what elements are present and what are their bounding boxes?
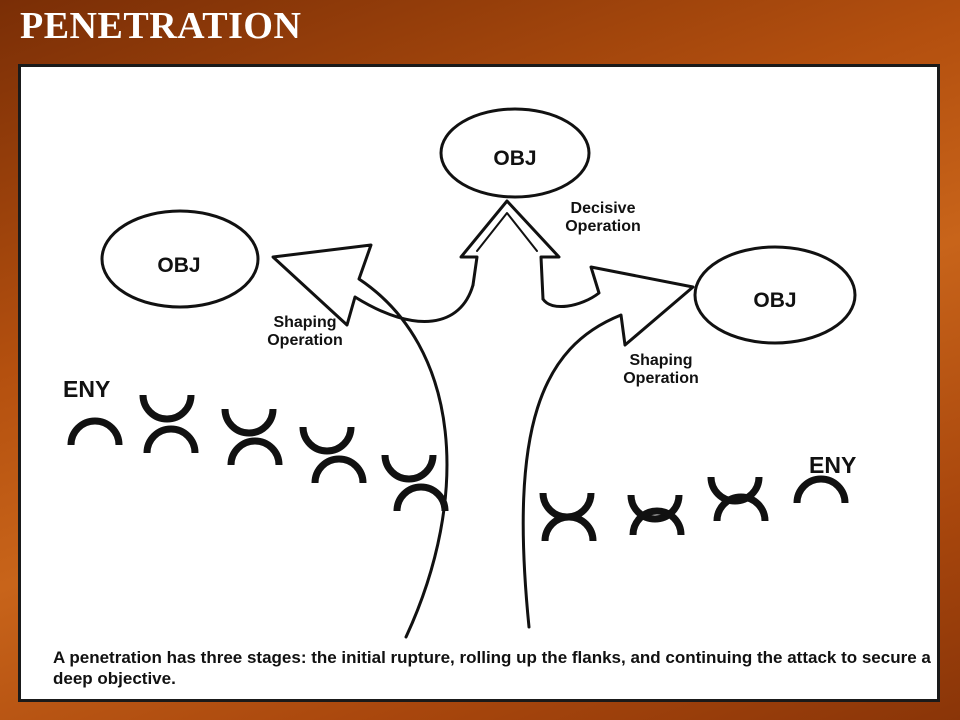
enemy-position-arc — [311, 455, 367, 484]
enemy-label-left: ENY — [63, 376, 110, 402]
objective-top-label: OBJ — [493, 147, 536, 170]
enemy-position-arc — [627, 494, 683, 523]
enemy-positions — [67, 394, 849, 542]
right-shaping-arrow — [521, 265, 695, 629]
slide-title: PENETRATION — [20, 5, 302, 47]
enemy-position-arc — [713, 493, 769, 522]
enemy-position-arc — [299, 426, 355, 455]
enemy-position-arc — [227, 437, 283, 466]
left-shaping-arrow — [271, 243, 475, 639]
decisive-arrow-inner — [476, 212, 538, 252]
enemy-label-right: ENY — [809, 452, 856, 478]
enemy-position-arc — [381, 454, 437, 483]
enemy-position-arc — [221, 408, 277, 437]
objective-right-label: OBJ — [753, 289, 796, 312]
shaping-operation-left-label-1: Shaping — [273, 314, 336, 331]
enemy-position-arc — [143, 425, 199, 454]
objective-left-label: OBJ — [157, 254, 200, 277]
enemy-position-arc — [541, 513, 597, 542]
decisive-operation-label-2: Operation — [565, 218, 641, 235]
shaping-operation-right-label-1: Shaping — [629, 352, 692, 369]
objective-top — [439, 107, 591, 199]
penetration-diagram: OBJ OBJ OBJ Decisive Operation Shaping O… — [63, 107, 857, 639]
enemy-position-arc — [793, 475, 849, 504]
enemy-position-arc — [393, 483, 449, 512]
decisive-operation-label-1: Decisive — [571, 200, 636, 217]
shaping-operation-right-label-2: Operation — [623, 370, 699, 387]
objective-left — [100, 209, 260, 309]
shaping-operation-left-label-2: Operation — [267, 332, 343, 349]
enemy-position-arc — [139, 394, 195, 423]
decisive-arrow — [459, 199, 561, 301]
enemy-position-arc — [67, 417, 123, 446]
diagram-caption: A penetration has three stages: the init… — [53, 648, 931, 688]
enemy-position-arc — [629, 507, 685, 536]
objective-right — [693, 245, 857, 345]
enemy-position-arc — [539, 492, 595, 521]
diagram-panel: OBJ OBJ OBJ Decisive Operation Shaping O… — [18, 64, 940, 702]
